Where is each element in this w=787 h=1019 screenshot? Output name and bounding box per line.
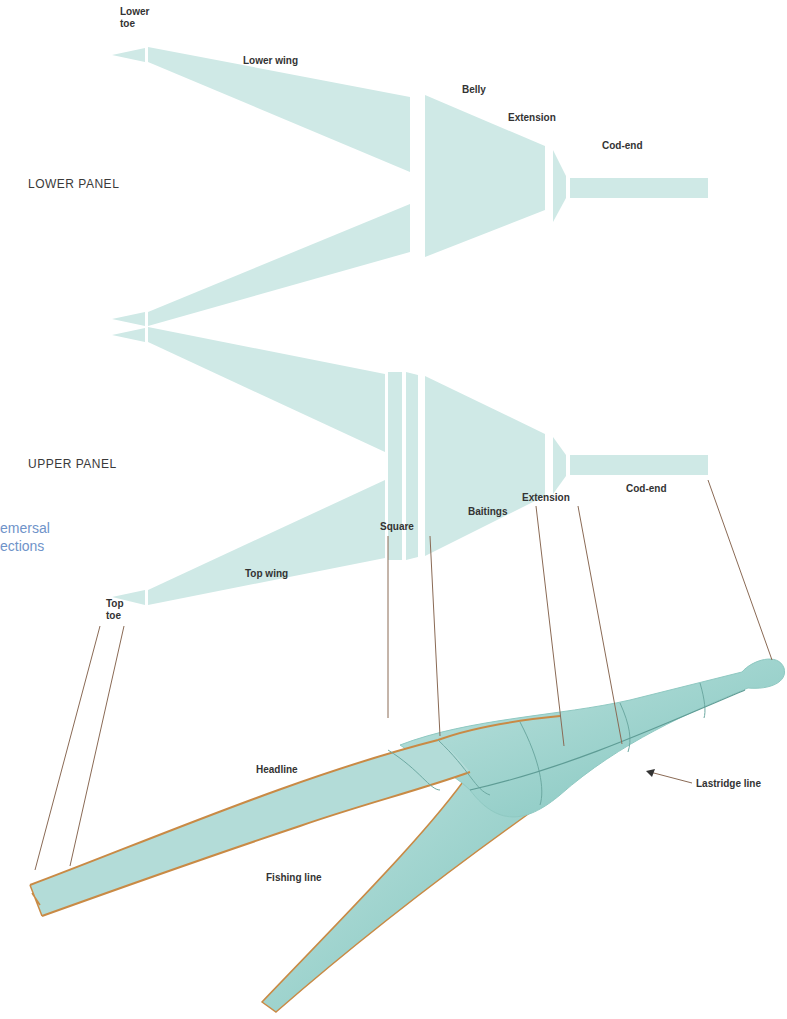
caption-fragment: emersal — [0, 519, 50, 537]
part-label: Baitings — [468, 506, 507, 518]
top-wing — [148, 480, 385, 605]
upper-wing-3d — [30, 740, 470, 916]
part-label: Lastridge line — [696, 778, 761, 790]
headline-line — [30, 716, 560, 885]
caption-fragment: ections — [0, 537, 44, 555]
panel-label: LOWER PANEL — [28, 178, 119, 190]
lastridge-line — [470, 690, 745, 790]
net-3d — [30, 659, 785, 1012]
part-label: Extension — [508, 112, 556, 124]
part-label: Belly — [462, 84, 486, 96]
lower-wing — [148, 47, 410, 172]
cod-end — [570, 455, 708, 475]
body-3d — [400, 659, 785, 817]
part-label: Cod-end — [602, 140, 643, 152]
top-wing — [148, 327, 385, 452]
part-label: Top toe — [106, 598, 136, 622]
lower-toe — [112, 48, 145, 62]
part-label: Lower toe — [120, 6, 154, 30]
cod-end — [570, 178, 708, 198]
fishing-line — [42, 772, 470, 916]
panel-label: UPPER PANEL — [28, 458, 117, 470]
part-label: Square — [380, 521, 414, 533]
toe-edge — [30, 885, 42, 916]
top-toe — [112, 328, 145, 342]
lastridge-arrowhead — [646, 769, 655, 777]
part-label: Cod-end — [626, 483, 667, 495]
lower-toe — [112, 312, 145, 326]
upper-panel-pieces — [112, 327, 708, 605]
part-label: Headline — [256, 764, 298, 776]
lower-wing — [148, 204, 410, 326]
lower-panel-pieces — [112, 47, 708, 326]
part-label: Top wing — [245, 568, 288, 580]
leader-lines — [35, 480, 772, 870]
extension — [553, 437, 566, 494]
part-label: Extension — [522, 492, 570, 504]
part-label: Fishing line — [266, 872, 322, 884]
part-label: Lower wing — [243, 55, 298, 67]
extension — [553, 150, 566, 222]
baitings — [425, 376, 545, 556]
seam-lines — [388, 683, 705, 805]
